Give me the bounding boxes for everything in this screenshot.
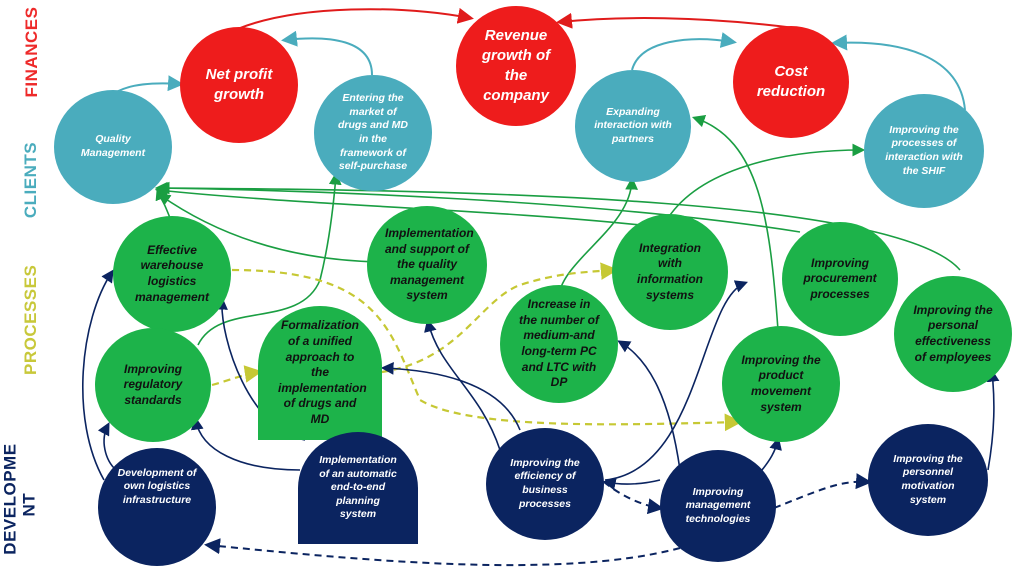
dashed-regulatory-formalization: [211, 365, 263, 387]
node-revenue-growth-label: Revenue growth of the company: [481, 26, 551, 105]
arrow-procurement-quality: [154, 181, 801, 233]
node-qms-implementation-label: Implementation and support of the qualit…: [385, 226, 474, 303]
node-revenue-growth[interactable]: Revenue growth of the company: [456, 6, 576, 126]
arrow-mgmt-product: [761, 436, 782, 471]
node-cost-reduction[interactable]: Cost reduction: [733, 26, 849, 138]
node-integration-systems[interactable]: Integration with information systems: [612, 214, 728, 330]
arrow-product-partners: [691, 115, 779, 331]
arrow-personal-quality: [156, 181, 961, 271]
node-net-profit-growth[interactable]: Net profit growth: [180, 27, 298, 143]
dashed-bp-mgmt: [603, 481, 664, 515]
node-integration-systems-label: Integration with information systems: [637, 240, 703, 302]
layer-label-development-text: DEVELOPME NT: [0, 443, 38, 555]
layer-label-finances: FINANCES: [22, 6, 41, 98]
arrow-motivation-personal: [986, 368, 1000, 471]
node-qms-implementation[interactable]: Implementation and support of the qualit…: [367, 206, 487, 324]
dashed-warehouse-product: [231, 268, 743, 432]
node-motivation-system[interactable]: Improving the personnel motivation syste…: [868, 424, 988, 536]
node-increase-pc-label: Increase in the number of medium-and lon…: [519, 297, 599, 390]
dashed-formalization-integration: [381, 262, 619, 374]
node-product-movement[interactable]: Improving the product movement system: [722, 326, 840, 442]
node-warehouse-logistics[interactable]: Effective warehouse logistics management: [113, 216, 231, 332]
arrow-integration-quality: [154, 184, 641, 226]
node-automatic-planning[interactable]: Implementation of an automatic end-to-en…: [298, 432, 418, 544]
arrow-mgmt-bp: [602, 477, 661, 491]
arrow-qms-quality: [157, 193, 381, 263]
dashed-mgmt-motivation: [773, 473, 872, 509]
arrow-partners-cost: [631, 32, 737, 71]
arrow-auto-regulatory: [190, 416, 301, 471]
node-regulatory-standards[interactable]: Improving regulatory standards: [95, 328, 211, 442]
arrow-mgmt-increase: [617, 340, 681, 471]
node-net-profit-growth-label: Net profit growth: [205, 65, 273, 103]
arrow-regulatory-market: [197, 171, 342, 346]
node-personal-effectiveness[interactable]: Improving the personal effectiveness of …: [894, 276, 1012, 392]
node-procurement-label: Improving procurement processes: [803, 255, 877, 301]
node-formalization[interactable]: Formalization of a unified approach to t…: [258, 306, 382, 440]
arrow-warehouse-quality: [155, 187, 171, 219]
arrow-shif-cost: [831, 34, 966, 111]
arrow-bp-qms: [424, 318, 501, 451]
arrow-market-netprofit: [281, 30, 373, 76]
node-management-technologies[interactable]: Improving management technologies: [660, 450, 776, 562]
node-quality-management-label: Quality Management: [80, 133, 146, 159]
node-business-processes-label: Improving the efficiency of business pro…: [510, 456, 580, 510]
node-cost-reduction-label: Cost reduction: [756, 62, 826, 100]
node-formalization-label: Formalization of a unified approach to t…: [278, 318, 367, 426]
node-product-movement-label: Improving the product movement system: [741, 352, 821, 414]
node-procurement[interactable]: Improving procurement processes: [782, 222, 898, 336]
layer-label-development: DEVELOPME NT: [0, 443, 38, 554]
node-automatic-planning-label: Implementation of an automatic end-to-en…: [319, 453, 397, 521]
arrow-bp-formalization: [380, 362, 521, 431]
layer-label-clients: CLIENTS: [21, 141, 40, 219]
node-own-logistics-label: Development of own logistics infrastruct…: [117, 466, 197, 506]
arrow-integration-shif: [667, 143, 866, 219]
arrow-netprofit-revenue: [239, 7, 474, 29]
dashed-mgmt-ownlog: [204, 538, 681, 567]
node-management-technologies-label: Improving management technologies: [685, 485, 751, 525]
node-regulatory-standards-label: Improving regulatory standards: [123, 361, 183, 407]
node-expanding-partners[interactable]: Expanding interaction with partners: [575, 70, 691, 182]
node-expanding-partners-label: Expanding interaction with partners: [594, 105, 672, 145]
node-entering-market[interactable]: Entering the market of drugs and MD in t…: [314, 75, 432, 191]
node-increase-pc[interactable]: Increase in the number of medium-and lon…: [500, 285, 618, 403]
node-improving-shif[interactable]: Improving the processes of interaction w…: [864, 94, 984, 208]
layer-label-processes: PROCESSES: [21, 264, 40, 375]
node-personal-effectiveness-label: Improving the personal effectiveness of …: [913, 302, 993, 364]
arrow-cost-revenue: [556, 12, 796, 29]
node-business-processes[interactable]: Improving the efficiency of business pro…: [486, 428, 604, 540]
node-improving-shif-label: Improving the processes of interaction w…: [885, 123, 963, 177]
node-warehouse-logistics-label: Effective warehouse logistics management: [134, 242, 210, 304]
arrow-ownlog-warehouse: [81, 269, 114, 481]
node-motivation-system-label: Improving the personnel motivation syste…: [893, 452, 963, 506]
arrow-bp-integration: [604, 280, 748, 481]
node-entering-market-label: Entering the market of drugs and MD in t…: [338, 92, 408, 173]
node-quality-management[interactable]: Quality Management: [54, 90, 172, 204]
arrow-ownlog-regulatory: [97, 422, 117, 471]
node-own-logistics[interactable]: Development of own logistics infrastruct…: [98, 448, 216, 566]
